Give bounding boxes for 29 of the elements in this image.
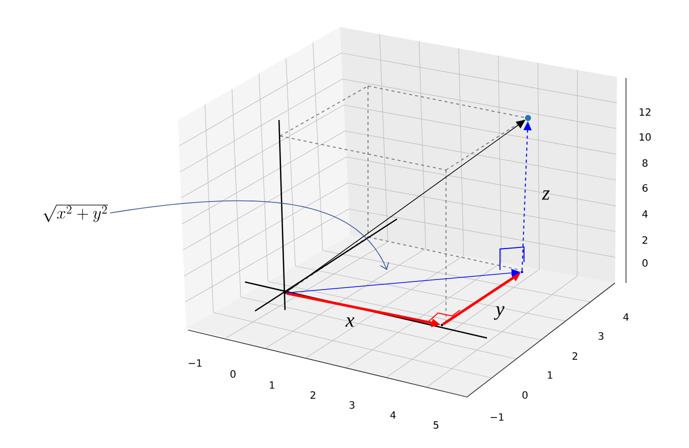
tick-label: 4 <box>623 313 629 321</box>
point-marker <box>440 324 444 326</box>
tick-label: 4 <box>642 210 648 218</box>
tick-label: 2 <box>572 352 578 360</box>
tick-label: 10 <box>640 133 651 141</box>
tick-label: 12 <box>640 108 650 116</box>
tick-label: 3 <box>598 332 604 340</box>
tick-label: −1 <box>490 413 504 421</box>
leader-arrow <box>110 200 389 270</box>
edge-label: x <box>345 317 354 327</box>
formula-label: $\sqrt{x^2 + y^2}$ <box>43 204 108 222</box>
tick-label: 8 <box>642 159 648 167</box>
tick-label: 0 <box>642 259 648 267</box>
tick-label: 0 <box>230 370 236 378</box>
point-marker <box>284 292 286 294</box>
point-marker <box>525 115 531 121</box>
tick-label: −1 <box>188 359 202 367</box>
tick-label: 1 <box>270 381 274 389</box>
tick-label: 0 <box>522 391 528 399</box>
tick-label: 5 <box>434 421 438 429</box>
tick-label: 2 <box>310 391 316 399</box>
point-marker <box>520 270 524 274</box>
tick-label: 4 <box>390 411 396 419</box>
edge-label: z <box>542 190 550 200</box>
tick-label: 3 <box>350 401 354 409</box>
tick-label: 1 <box>548 371 552 379</box>
edge-label: y <box>494 306 504 320</box>
tick-label: 6 <box>642 184 648 192</box>
tick-label: 2 <box>642 236 648 244</box>
